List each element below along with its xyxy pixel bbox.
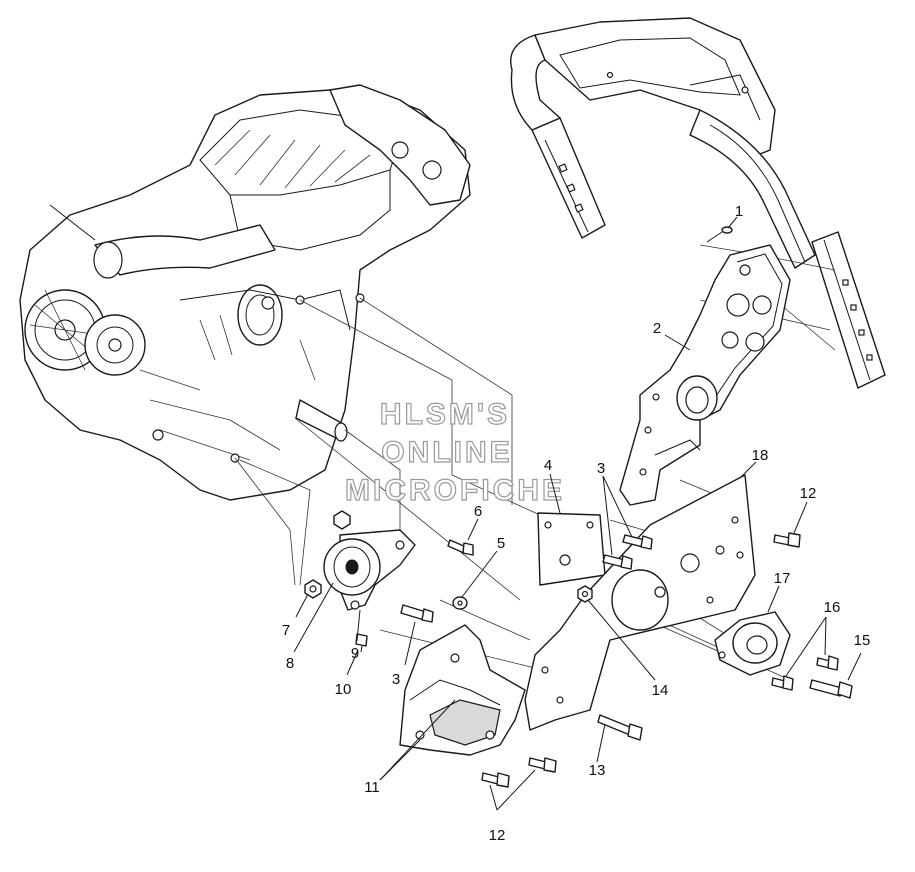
callout-17: 17 [774, 570, 791, 587]
part-10-bolt [355, 633, 368, 647]
part-17-rubber-mount [714, 611, 791, 676]
callout-12-lower: 12 [489, 827, 506, 844]
part-12-bolt-lower-b [481, 772, 500, 785]
callout-11: 11 [364, 779, 380, 796]
callout-16: 16 [824, 599, 841, 616]
callout-4: 4 [544, 457, 552, 474]
watermark-line-1: HLSM'S [380, 398, 510, 431]
watermark-line-3: MICROFICHE [345, 474, 565, 507]
part-4-spacer-plate [537, 512, 606, 586]
part-2-mount-plate [619, 244, 791, 506]
watermark: HLSM'S ONLINE MICROFICHE [344, 397, 565, 507]
watermark-line-2: ONLINE [381, 436, 512, 469]
callout-3-right: 3 [597, 460, 605, 477]
callout-3-left: 3 [392, 671, 400, 688]
callout-9: 9 [351, 645, 359, 662]
fasteners [304, 510, 853, 788]
part-8-rubber-mount [323, 538, 381, 596]
callout-13: 13 [589, 762, 606, 779]
callout-18: 18 [752, 447, 769, 464]
callout-10: 10 [335, 681, 352, 698]
callout-1: 1 [735, 203, 743, 220]
callout-12-upper: 12 [800, 485, 817, 502]
callout-5: 5 [497, 535, 505, 552]
callout-14: 14 [652, 682, 669, 699]
callout-leaders [293, 216, 862, 811]
part-15-bolt [809, 679, 843, 697]
callout-7: 7 [282, 622, 290, 639]
callout-8: 8 [286, 655, 294, 672]
part-18-main-bracket [524, 474, 756, 731]
callout-6: 6 [474, 503, 482, 520]
part-11-lower-bracket [399, 624, 526, 756]
engine-assembly [19, 84, 471, 501]
callout-2: 2 [653, 320, 661, 337]
frame-tube-assembly [510, 17, 886, 389]
part-12-bolt-lower-a [528, 757, 547, 770]
callout-labels: 1 2 3 3 4 5 6 7 8 9 10 11 12 12 13 14 15… [282, 203, 871, 844]
part-1-rivet [706, 226, 733, 243]
callout-15: 15 [854, 632, 871, 649]
